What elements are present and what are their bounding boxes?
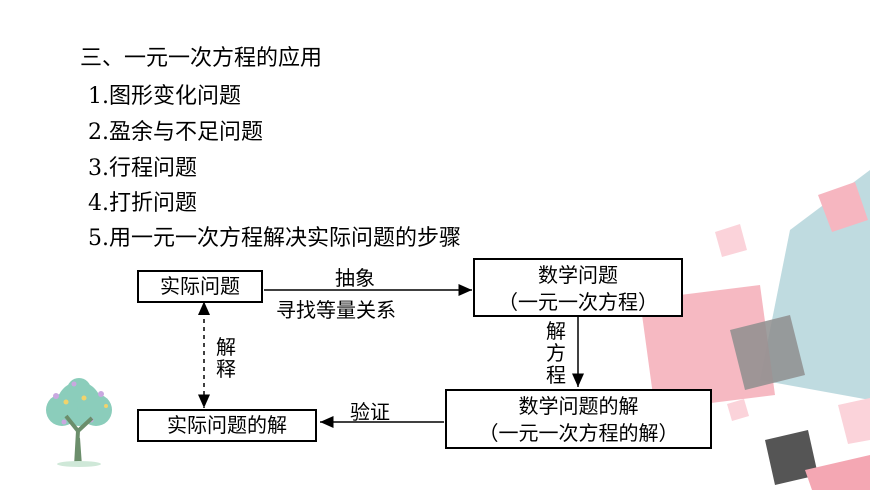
real-solution-box: 实际问题的解 [137,409,317,442]
explain-char: 释 [216,357,236,381]
real-solution-label: 实际问题的解 [167,413,287,437]
list-item: 4.打折问题 [88,191,197,216]
solve-char: 方 [546,341,566,365]
find-relation-label: 寻找等量关系 [276,298,396,322]
light-pink-square-small-shape [727,399,749,421]
light-pink-square-shape [715,224,747,257]
math-solution-sublabel: （一元一次方程的解） [478,421,679,445]
solve-equation-label: 解 方 程 [544,320,568,386]
list-item: 3.行程问题 [88,156,197,181]
section-heading: 三、一元一次方程的应用 [80,46,323,71]
tree-logo-icon [46,378,112,467]
explain-label: 解 释 [214,336,238,380]
math-problem-sublabel: （一元一次方程） [498,290,658,314]
real-problem-box: 实际问题 [137,270,263,303]
dark-square-shape [765,430,818,485]
math-problem-label: 数学问题 [538,263,618,287]
list-item: 5.用一元一次方程解决实际问题的步骤 [88,226,461,251]
verify-label: 验证 [350,400,390,424]
math-solution-label: 数学问题的解 [518,394,639,418]
math-problem-box: 数学问题 （一元一次方程） [473,258,683,317]
light-pink-square-right-shape [838,398,870,444]
gray-square-shape [730,315,805,390]
explain-char: 解 [216,335,236,359]
math-solution-box: 数学问题的解 （一元一次方程的解） [445,389,712,449]
list-item: 2.盈余与不足问题 [88,120,263,145]
list-item: 1.图形变化问题 [88,84,241,109]
abstract-label: 抽象 [335,266,375,290]
pink-square-top-shape [818,182,868,232]
pink-square-bottom-shape [805,455,870,490]
solve-char: 解 [546,319,566,343]
real-problem-label: 实际问题 [160,274,240,298]
solve-char: 程 [546,363,566,387]
